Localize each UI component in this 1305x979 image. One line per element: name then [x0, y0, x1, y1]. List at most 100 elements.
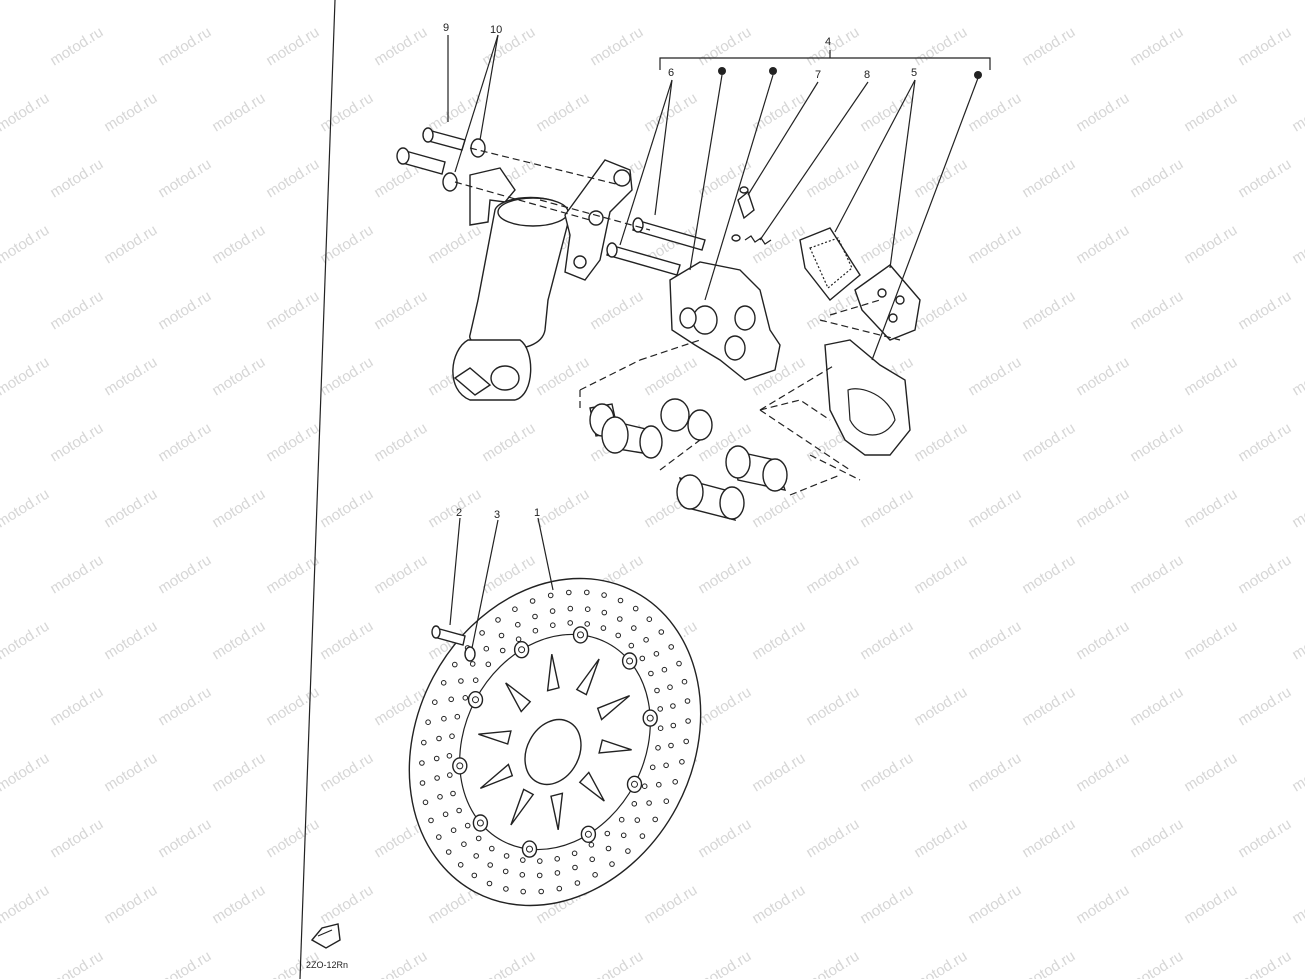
disc-hole [445, 849, 452, 855]
disc-hole [519, 872, 526, 878]
watermark-text: motod.ru [1289, 618, 1305, 664]
disc-hole [663, 798, 670, 805]
watermark-text: motod.ru [965, 486, 1024, 532]
disc-hole [495, 617, 501, 623]
watermark-text: motod.ru [965, 222, 1024, 268]
disc-cutout [505, 682, 532, 713]
brake-pad-b [854, 264, 921, 341]
disc-bobbin-center [472, 696, 479, 704]
disc-cutout [550, 792, 564, 830]
disc-cutouts [478, 654, 632, 830]
disc-cutout [575, 658, 600, 696]
piston-seal-2 [660, 398, 713, 441]
watermark-text: motod.ru [1235, 816, 1294, 862]
watermark-text: motod.ru [1289, 90, 1305, 136]
disc-hole [685, 718, 691, 724]
watermark-text: motod.ru [1235, 948, 1294, 979]
watermark-text: motod.ru [0, 618, 52, 664]
watermark-text: motod.ru [1019, 552, 1078, 598]
disc-hole [421, 739, 427, 746]
disc-hole [571, 850, 578, 857]
bleed-screw-7 [737, 186, 755, 220]
disc-bolt-2 [431, 625, 466, 646]
disc-hole [515, 636, 522, 643]
watermark-text: motod.ru [641, 882, 700, 928]
watermark-text: motod.ru [371, 288, 430, 334]
watermark-text: motod.ru [425, 222, 484, 268]
watermark-text: motod.ru [209, 618, 268, 664]
disc-hole [503, 853, 510, 859]
watermark-text: motod.ru [803, 156, 862, 202]
watermark-text: motod.ru [479, 24, 538, 70]
watermark-text: motod.ru [101, 618, 160, 664]
watermark-text: motod.ru [209, 90, 268, 136]
watermark-text: motod.ru [155, 684, 214, 730]
watermark-text: motod.ru [1127, 288, 1186, 334]
disc-hole [605, 845, 612, 852]
watermark-text: motod.ru [1073, 618, 1132, 664]
caliper-body-outer [824, 339, 911, 456]
watermark-text: motod.ru [749, 222, 808, 268]
diagram-code: 2ZO-12Rn [306, 960, 348, 970]
disc-hole [471, 872, 478, 879]
disc-hole [498, 632, 505, 639]
disc-hole [487, 862, 494, 868]
watermark-text: motod.ru [1019, 420, 1078, 466]
watermark-text: motod.ru [749, 0, 808, 3]
watermark-text: motod.ru [371, 420, 430, 466]
disc-hole [437, 794, 443, 800]
watermark-text: motod.ru [965, 618, 1024, 664]
watermark-text: motod.ru [371, 24, 430, 70]
disc-hole [632, 605, 639, 612]
watermark-text: motod.ru [1127, 816, 1186, 862]
watermark-text: motod.ru [1073, 354, 1132, 400]
disc-hole [617, 597, 624, 604]
watermark-text: motod.ru [425, 90, 484, 136]
watermark-text: motod.ru [263, 684, 322, 730]
callout-1: 1 [534, 507, 540, 519]
disc-hole [676, 660, 682, 667]
disc-hole [657, 706, 664, 712]
disc-bobbin-center [631, 780, 638, 788]
disc-hole [554, 856, 561, 862]
disc-hole [670, 703, 676, 709]
watermark-text: motod.ru [1235, 156, 1294, 202]
watermark-text: motod.ru [0, 222, 52, 268]
disc-washer-3 [464, 646, 476, 662]
disc-hole [646, 616, 653, 623]
watermark-text: motod.ru [1235, 420, 1294, 466]
disc-cutout [598, 739, 632, 754]
disc-hole [462, 695, 469, 701]
watermark-text: motod.ru [1127, 552, 1186, 598]
disc-bobbin [513, 641, 530, 659]
disc-hole [641, 783, 648, 790]
disc-bobbin [467, 691, 484, 709]
disc-hole [452, 661, 458, 668]
disc-hole [520, 857, 526, 863]
disc-hole [499, 647, 506, 654]
watermark-text: motod.ru [0, 0, 52, 3]
watermark-text: motod.ru [1019, 24, 1078, 70]
watermark-text: motod.ru [0, 354, 52, 400]
disc-hole [461, 841, 467, 848]
watermark-text: motod.ru [965, 354, 1024, 400]
watermark-text: motod.ru [1235, 288, 1294, 334]
disc-hole [547, 592, 554, 599]
watermark-text: motod.ru [965, 0, 1024, 3]
watermark-text: motod.ru [101, 0, 160, 3]
disc-hole [485, 661, 492, 668]
watermark-text: motod.ru [803, 816, 862, 862]
watermark-text: motod.ru [1289, 0, 1305, 3]
disc-hole [529, 598, 536, 604]
disc-hole [536, 872, 543, 879]
disc-bobbin-center [476, 819, 484, 827]
disc-hole [667, 684, 673, 691]
disc-hole [639, 833, 646, 839]
caliper-bracket [564, 159, 633, 281]
watermark-text: motod.ru [263, 24, 322, 70]
disc-bobbin [472, 814, 489, 832]
watermark-text: motod.ru [749, 486, 808, 532]
watermark-text: motod.ru [695, 816, 754, 862]
watermark-text: motod.ru [155, 288, 214, 334]
disc-hole [447, 772, 453, 778]
